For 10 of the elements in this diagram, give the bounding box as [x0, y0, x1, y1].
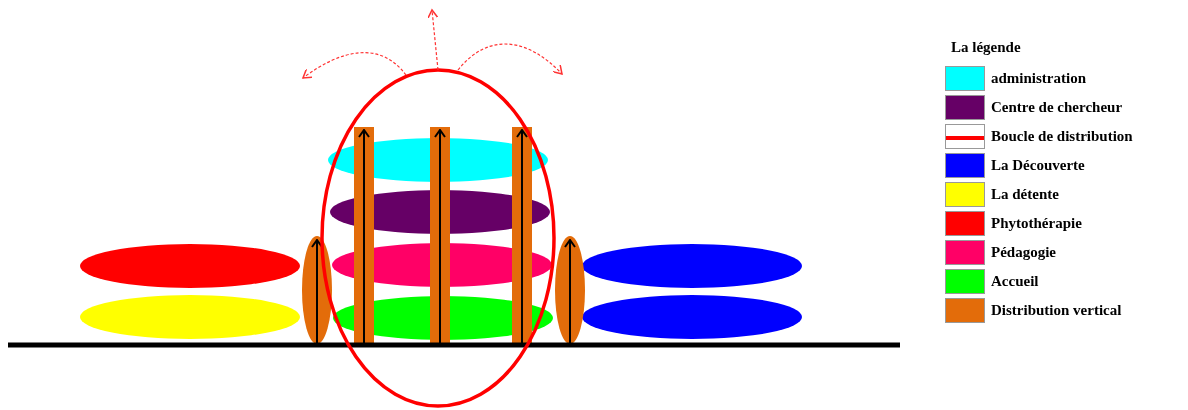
legend-label: Phytothérapie — [991, 215, 1082, 232]
legend-label: Accueil — [991, 273, 1039, 290]
legend-label: Centre de chercheur — [991, 99, 1123, 116]
legend-label: Boucle de distribution — [991, 128, 1133, 145]
legend-label: Distribution vertical — [991, 302, 1122, 319]
legend-label: La Découverte — [991, 157, 1085, 174]
legend-label: administration — [991, 70, 1086, 87]
legend-heading: La légende — [951, 39, 1021, 56]
legend-label: La détente — [991, 186, 1059, 203]
legend-label: Pédagogie — [991, 244, 1056, 261]
